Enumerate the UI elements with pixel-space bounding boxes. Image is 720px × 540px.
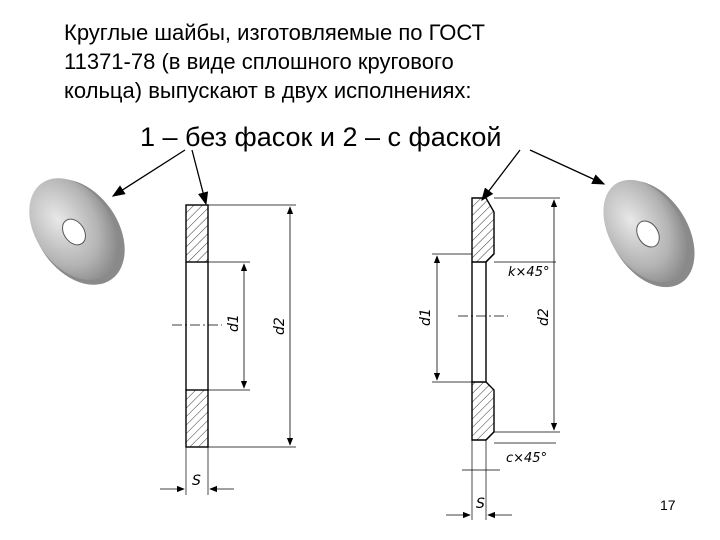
v2-d2-label: d2 [536,308,552,326]
slide-title: Круглые шайбы, изготовляемые по ГОСТ 113… [64,20,485,103]
washer-3d-right [603,179,695,288]
leader-arrows [111,149,606,206]
v2-chamfer-bottom-label: c×45° [506,451,547,466]
v2-chamfer-top-label: k×45° [508,265,549,280]
section-version-1 [160,204,296,495]
v1-d1-label: d1 [226,314,242,332]
v1-d2-label: d2 [272,317,288,335]
page-number: 17 [660,497,676,513]
v1-s-label: S [192,473,201,489]
slide-subtitle: 1 – без фасок и 2 – с фаской [140,122,502,152]
washer-3d-left [29,178,125,285]
v2-d1-label: d1 [418,308,434,326]
section-version-2 [432,197,560,520]
v2-s-label: S [476,496,485,512]
